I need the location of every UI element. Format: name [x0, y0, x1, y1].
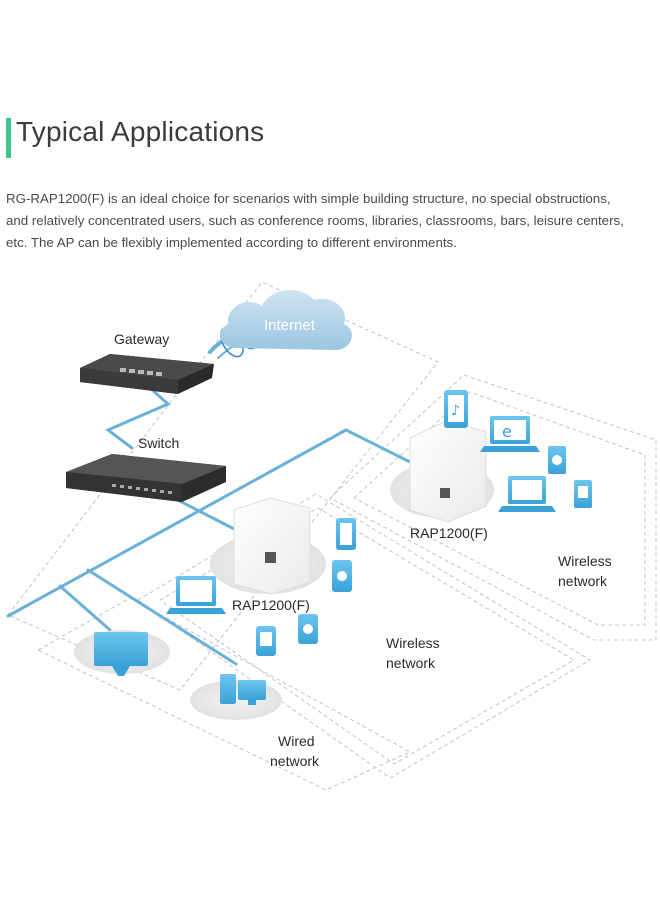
monitor-icon — [238, 680, 266, 700]
network-diagram: Internet Gateway Switch RAP1200(F) RAP12… — [6, 281, 657, 790]
zone-right-wireless — [329, 374, 657, 641]
svg-text:e: e — [502, 422, 512, 441]
description-line: and relatively concentrated users, such … — [6, 213, 624, 228]
wireless-devices-right: ♪ e — [444, 390, 592, 512]
zone-left-wireless — [136, 493, 592, 779]
internet-cloud: Internet — [220, 289, 352, 350]
link-to-wired-pc — [86, 568, 238, 666]
internet-label: Internet — [264, 317, 316, 334]
zone-upper — [7, 281, 439, 691]
switch-label: Switch — [138, 435, 179, 451]
wireless-right-label-2: network — [558, 573, 608, 589]
zone-right-wireless-inner — [353, 391, 646, 626]
link-to-left-device — [58, 584, 112, 632]
svg-text:♪: ♪ — [451, 403, 460, 419]
heading-accent-bar — [6, 118, 11, 158]
monitor-icon — [94, 632, 148, 666]
access-point-right — [390, 419, 494, 523]
zone-wired — [36, 597, 412, 790]
link-backbone — [6, 428, 412, 618]
link-switch-ap — [168, 494, 242, 534]
wireless-devices-left — [166, 518, 356, 656]
ap-left-label: RAP1200(F) — [232, 597, 310, 613]
description: RG-RAP1200(F) is an ideal choice for sce… — [6, 188, 658, 254]
switch-device — [66, 454, 226, 502]
link-gateway-switch — [105, 386, 171, 450]
wired-label-1: Wired — [278, 733, 315, 749]
wired-devices — [74, 630, 282, 720]
access-point-left — [210, 497, 326, 595]
wireless-right-label-1: Wireless — [558, 553, 612, 569]
wired-label-2: network — [270, 753, 320, 769]
wireless-left-label-1: Wireless — [386, 635, 440, 651]
gateway-label: Gateway — [114, 331, 169, 347]
desktop-icon — [220, 674, 236, 704]
wireless-left-label-2: network — [386, 655, 436, 671]
ap-right-label: RAP1200(F) — [410, 525, 488, 541]
description-line: RG-RAP1200(F) is an ideal choice for sce… — [6, 191, 611, 206]
page-title: Typical Applications — [16, 116, 265, 147]
gateway-device — [80, 354, 214, 394]
description-line: etc. The AP can be flexibly implemented … — [6, 235, 457, 250]
